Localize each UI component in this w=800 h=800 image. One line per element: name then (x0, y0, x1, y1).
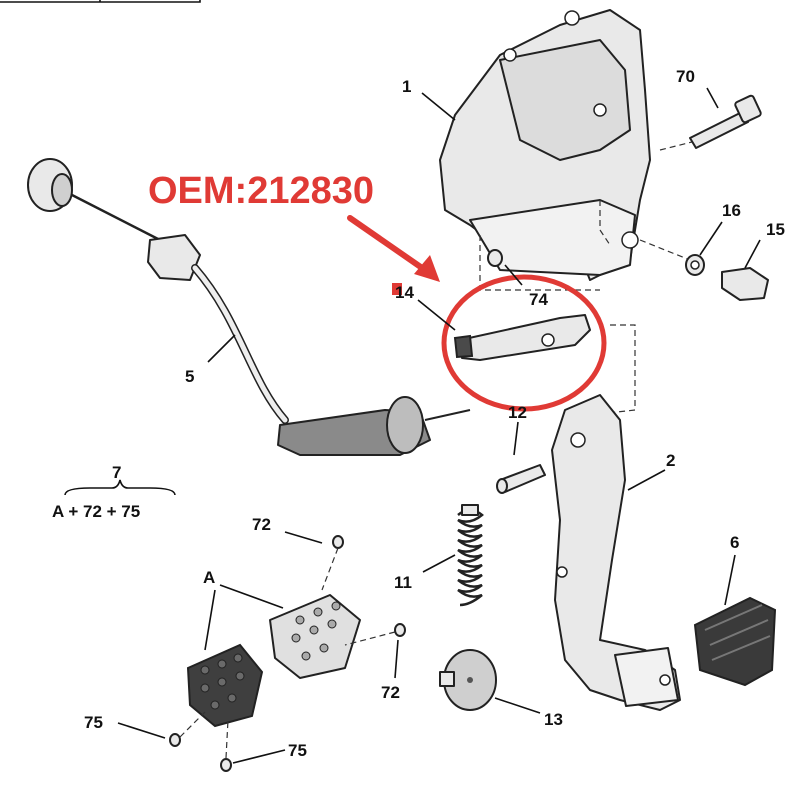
pedal-pad-silver-part-a (269, 594, 361, 679)
pivot-pin-part-12 (496, 464, 546, 494)
spring-part-11 (457, 504, 484, 607)
pedal-bracket-part (439, 9, 651, 281)
label-72-lower: 72 (381, 683, 400, 702)
nut-part-16 (685, 254, 705, 276)
label-14: 14 (395, 283, 414, 302)
clutch-cable-part-5 (27, 158, 471, 456)
label-a: A (203, 568, 215, 587)
clip-part-15 (721, 267, 769, 301)
label-7: 7 (112, 463, 121, 482)
label-15: 15 (766, 220, 785, 239)
pedal-pad-part-6 (693, 596, 777, 687)
label-70: 70 (676, 67, 695, 86)
highlight-marker (392, 283, 402, 295)
pedal-pad-rubber-part-a (186, 643, 264, 728)
bushing-part-74 (487, 249, 503, 267)
kit-formula: A + 72 + 75 (52, 502, 140, 521)
label-12: 12 (508, 403, 527, 422)
screws-72 (321, 535, 406, 646)
highlight-circle (441, 274, 607, 412)
cropped-frame (0, 0, 201, 3)
callout-arrow (347, 215, 440, 282)
leader-lines (64, 87, 761, 764)
label-11: 11 (394, 573, 412, 592)
label-13: 13 (544, 710, 563, 729)
stop-disc-part-13 (439, 649, 497, 711)
label-1: 1 (402, 77, 411, 96)
label-72-upper: 72 (252, 515, 271, 534)
label-74: 74 (529, 290, 548, 309)
label-5: 5 (185, 367, 194, 386)
label-75-right: 75 (288, 741, 307, 760)
label-75-left: 75 (84, 713, 103, 732)
bolt-part-70 (689, 94, 762, 149)
pedal-switch-part-14 (453, 314, 591, 361)
pedal-arm-part-2 (551, 394, 681, 711)
oem-callout-text: OEM:212830 (148, 170, 374, 212)
label-2: 2 (666, 451, 675, 470)
label-6: 6 (730, 533, 739, 552)
screws-75 (169, 711, 232, 772)
label-16: 16 (722, 201, 741, 220)
